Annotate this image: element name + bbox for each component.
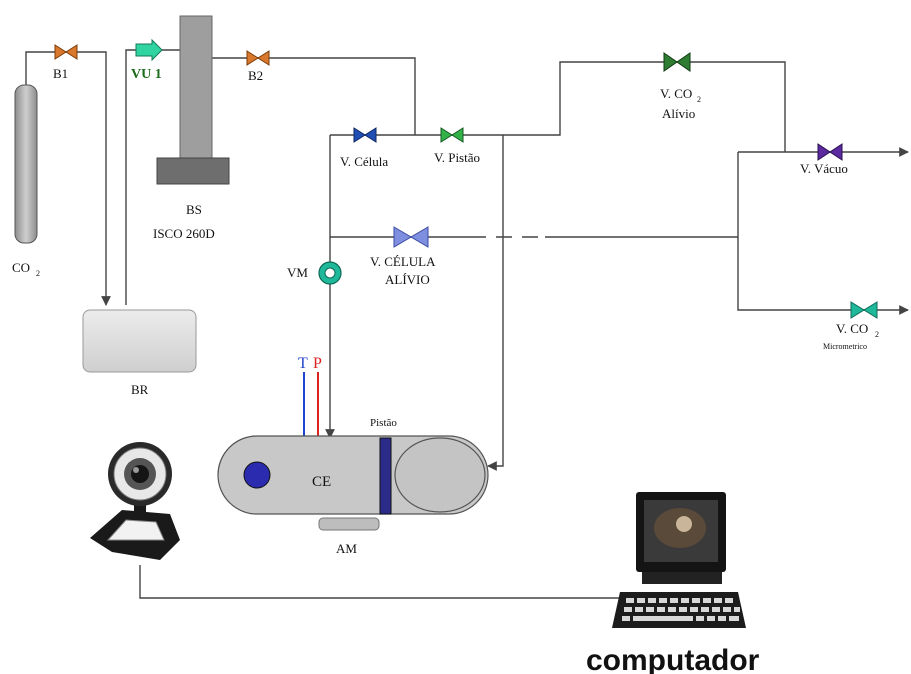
piston [380,438,391,514]
equilibrium-cell-ce [218,436,488,514]
stirrer-label-am: AM [336,541,357,556]
valve-b2[interactable] [247,51,269,65]
webcam-icon [90,442,180,560]
valve-v-co2-micro-sub: 2 [875,330,879,339]
valve-b1-label: B1 [53,66,68,81]
computer-label: computador [586,644,760,674]
co2-cylinder-label: CO [12,260,30,275]
valve-v-celula-alivio-label: V. CÉLULA [370,254,436,269]
manometer-valve-vm[interactable] [319,262,341,284]
valve-v-celula[interactable] [354,128,376,142]
vm-label: VM [287,265,308,280]
valve-b1[interactable] [55,45,77,59]
valve-v-co2-micrometrico[interactable] [851,302,877,318]
valve-v-co2-alivio-label-2: Alívio [662,106,695,121]
pump-label-isco: ISCO 260D [153,226,215,241]
probe-label-t: T [298,355,308,372]
valve-v-vacuo[interactable] [818,144,842,160]
valve-v-celula-alivio-label-2: ALÍVIO [385,272,430,287]
co2-cylinder-label-sub: 2 [36,269,40,278]
stir-bar [244,462,270,488]
check-valve-vu1[interactable] [136,40,162,60]
valve-v-celula-alivio[interactable] [394,227,428,247]
computer-icon [612,492,746,628]
valve-v-co2-micro-label-2: Micrometrico [823,342,867,351]
cell-label-ce: CE [312,474,331,490]
valve-v-pistao[interactable] [441,128,463,142]
co2-cylinder [15,85,37,243]
bath-label-br: BR [131,382,149,397]
probe-label-p: P [313,355,322,372]
valve-v-pistao-label: V. Pistão [434,150,480,165]
valve-v-co2-micro-label: V. CO [836,321,868,336]
magnetic-stirrer-am [319,518,379,530]
thermostatic-bath-br [83,310,196,372]
valve-v-co2-alivio-sub: 2 [697,95,701,104]
valve-v-celula-label: V. Célula [340,154,388,169]
valve-v-co2-alivio[interactable] [664,53,690,71]
piston-label: Pistão [370,417,397,429]
pump-label-bs: BS [186,202,202,217]
valve-v-co2-alivio-label: V. CO [660,86,692,101]
check-valve-vu1-label: VU 1 [131,67,162,82]
syringe-pump-bs [157,16,229,184]
valve-v-vacuo-label: V. Vácuo [800,161,848,176]
valve-b2-label: B2 [248,68,263,83]
